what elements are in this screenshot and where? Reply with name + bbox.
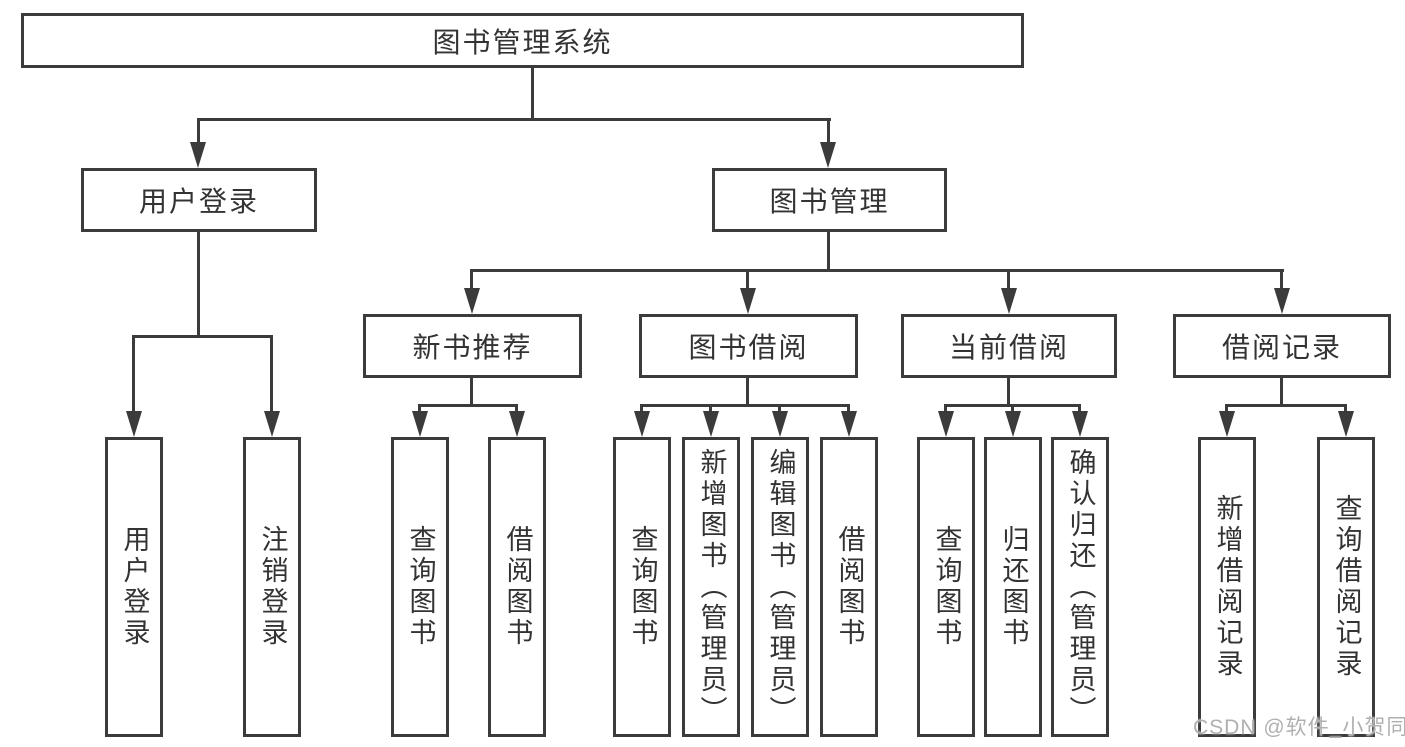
node-leaf-borrow-books-recommend-label: 借阅图书 <box>502 525 533 649</box>
node-book-management: 图书管理 <box>712 168 947 232</box>
edge-line <box>1344 404 1347 414</box>
arrowhead-down-icon <box>264 411 280 437</box>
node-leaf-confirm-return-admin-label: 确认归还（管理员） <box>1065 447 1096 727</box>
node-leaf-edit-book-admin-label: 编辑图书（管理员） <box>765 447 796 727</box>
arrowhead-down-icon <box>1001 288 1017 314</box>
csdn-watermark: CSDN @软件_小贺同学 <box>1193 716 1405 739</box>
edge-line <box>1280 269 1283 290</box>
node-new-book-recommendation: 新书推荐 <box>363 314 582 378</box>
arrowhead-down-icon <box>509 411 525 437</box>
node-leaf-query-books-recommend: 查询图书 <box>391 437 449 737</box>
arrowhead-down-icon <box>412 411 428 437</box>
arrowhead-down-icon <box>464 288 480 314</box>
edge-line <box>1225 404 1346 407</box>
edge-line <box>827 232 830 271</box>
node-leaf-add-borrow-record: 新增借阅记录 <box>1198 437 1256 737</box>
edge-line <box>1280 378 1283 406</box>
edge-line <box>1007 269 1010 290</box>
edge-line <box>640 404 849 407</box>
node-borrowing-records: 借阅记录 <box>1173 314 1391 378</box>
node-user-login: 用户登录 <box>81 168 317 232</box>
node-leaf-add-book-admin-label: 新增图书（管理员） <box>696 447 727 727</box>
node-leaf-edit-book-admin: 编辑图书（管理员） <box>751 437 809 737</box>
edge-line <box>270 335 273 413</box>
arrowhead-down-icon <box>703 411 719 437</box>
arrowhead-down-icon <box>1005 411 1021 437</box>
edge-line <box>944 404 947 414</box>
node-leaf-query-books-borrowing-label: 查询图书 <box>627 525 658 649</box>
arrowhead-down-icon <box>938 411 954 437</box>
edge-line <box>531 68 534 120</box>
node-leaf-query-books-recommend-label: 查询图书 <box>405 525 436 649</box>
node-leaf-add-borrow-record-label: 新增借阅记录 <box>1212 494 1243 680</box>
edge-line <box>197 118 831 121</box>
edge-line <box>746 269 749 290</box>
node-root-label: 图书管理系统 <box>432 26 613 58</box>
node-current-borrowing-label: 当前借阅 <box>948 332 1069 363</box>
edge-line <box>1007 378 1010 406</box>
node-leaf-add-book-admin: 新增图书（管理员） <box>682 437 740 737</box>
node-new-book-recommendation-label: 新书推荐 <box>412 332 533 363</box>
arrowhead-down-icon <box>126 411 142 437</box>
edge-line <box>1078 404 1081 414</box>
edge-line <box>709 404 712 414</box>
node-current-borrowing: 当前借阅 <box>901 314 1117 378</box>
node-book-borrowing-label: 图书借阅 <box>688 332 809 363</box>
edge-line <box>1225 404 1228 414</box>
arrowhead-down-icon <box>820 142 836 168</box>
arrowhead-down-icon <box>190 142 206 168</box>
node-leaf-confirm-return-admin: 确认归还（管理员） <box>1051 437 1109 737</box>
edge-line <box>847 404 850 414</box>
arrowhead-down-icon <box>1274 288 1290 314</box>
node-leaf-query-borrow-record: 查询借阅记录 <box>1317 437 1375 737</box>
edge-line <box>197 232 200 338</box>
node-leaf-return-book: 归还图书 <box>984 437 1042 737</box>
node-leaf-query-borrow-record-label: 查询借阅记录 <box>1331 494 1362 680</box>
node-book-borrowing: 图书借阅 <box>639 314 858 378</box>
arrowhead-down-icon <box>841 411 857 437</box>
arrowhead-down-icon <box>1338 411 1354 437</box>
edge-line <box>132 335 273 338</box>
edge-line <box>132 335 135 413</box>
node-leaf-user-login-label: 用户登录 <box>119 525 150 649</box>
node-borrowing-records-label: 借阅记录 <box>1221 332 1342 363</box>
node-root: 图书管理系统 <box>21 13 1024 68</box>
edge-line <box>470 378 473 406</box>
node-leaf-borrow-books-label: 借阅图书 <box>834 525 865 649</box>
node-leaf-logout-label: 注销登录 <box>257 525 288 649</box>
edge-line <box>470 269 1284 272</box>
edge-line <box>1011 404 1014 414</box>
arrowhead-down-icon <box>634 411 650 437</box>
node-leaf-borrow-books: 借阅图书 <box>820 437 878 737</box>
node-leaf-query-books-current-label: 查询图书 <box>931 525 962 649</box>
edge-line <box>515 404 518 414</box>
arrowhead-down-icon <box>1072 411 1088 437</box>
edge-line <box>778 404 781 414</box>
node-user-login-label: 用户登录 <box>138 186 259 217</box>
edge-line <box>197 118 200 146</box>
edge-line <box>470 269 473 290</box>
node-leaf-borrow-books-recommend: 借阅图书 <box>488 437 546 737</box>
node-leaf-query-books-current: 查询图书 <box>917 437 975 737</box>
edge-line <box>827 118 830 146</box>
arrowhead-down-icon <box>740 288 756 314</box>
node-leaf-logout: 注销登录 <box>243 437 301 737</box>
node-book-management-label: 图书管理 <box>769 186 890 217</box>
node-leaf-user-login: 用户登录 <box>105 437 163 737</box>
arrowhead-down-icon <box>772 411 788 437</box>
arrowhead-down-icon <box>1219 411 1235 437</box>
edge-line <box>418 404 421 414</box>
node-leaf-return-book-label: 归还图书 <box>998 525 1029 649</box>
edge-line <box>640 404 643 414</box>
edge-line <box>746 378 749 406</box>
edge-line <box>418 404 518 407</box>
node-leaf-query-books-borrowing: 查询图书 <box>613 437 671 737</box>
